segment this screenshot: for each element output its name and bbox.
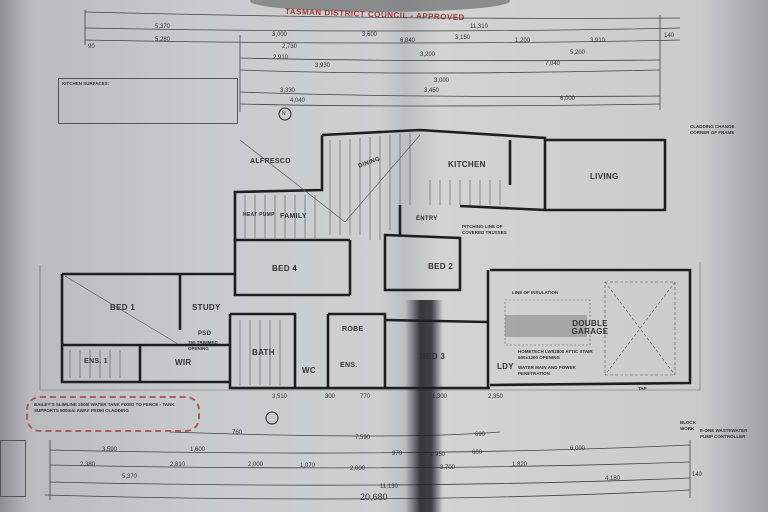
hatching [69,133,501,385]
dimension-lines [44,10,691,500]
dimension: 600 [472,450,483,456]
dimension: 90 [88,44,95,50]
water-main-note: WATER MAIN AND POWER PENETRATION [518,365,576,376]
dimension: 3,200 [420,52,436,58]
dimension: 6,000 [560,96,576,102]
dimension: 2,350 [488,394,504,400]
walls [60,128,692,390]
dimension: 2,000 [248,462,264,468]
attic-stair-note: HOMETECH LW52800 ATTIC STAIR 600x1300 OP… [518,349,593,360]
paper-fold-shadow [405,300,443,512]
compass-label: N [282,111,286,117]
dimension: 6,840 [400,38,416,44]
tap-note: TAP [638,386,647,391]
room-kitchen: KITCHEN [448,160,486,169]
dimension: 11,130 [380,484,398,490]
dimension: 7,040 [545,61,561,67]
room-bed-3: BED 3 [420,352,446,361]
dimension: 140 [692,472,703,478]
dimension: 3,510 [272,394,288,400]
dimension: 4,180 [605,476,621,482]
pitching-line-note: PITCHING LINE OF COVERED TRUSSES [462,224,507,235]
psd-label: PSD [198,331,212,337]
shadow [250,0,510,12]
dimension: 4,040 [290,98,306,104]
room-entry: ENTRY [416,216,438,222]
dimension: 6,000 [570,446,586,452]
room-ensuite: ENS. [340,362,358,369]
water-tank-note: BAILEY'S SLIMLINE 2000l WATER TANK FIXED… [34,402,175,413]
dimension: 770 [360,394,371,400]
room-bed-2: BED 2 [428,262,454,271]
compass-icon [265,107,292,425]
dimension: 140 [664,33,675,39]
room-wc: WC [302,366,316,375]
legend-box [0,440,26,497]
room-double-garage: DOUBLE GARAGE [571,319,609,336]
room-alfresco: ALFRESCO [250,158,291,165]
dimension: 2,810 [170,462,186,468]
dimension: 3,450 [424,88,440,94]
dimension: 1,070 [300,463,316,469]
room-ensuite-1: ENS. 1 [84,358,108,365]
pump-controller-note: E-ONE WASTEWATER PUMP CONTROLLER [700,428,748,439]
total-width-dimension: 20,680 [360,492,388,502]
dimension: 1,820 [512,462,528,468]
dimension: 1,200 [515,38,531,44]
cladding-change-note: CLADDING CHANGE CORNER OF FRAME [690,124,735,135]
dimension: 5,370 [155,24,171,30]
roof-lines [39,134,701,391]
dimension: 2,730 [282,44,298,50]
dimension: 3,910 [590,38,606,44]
dimension: 3,330 [280,88,296,94]
dimension: 3,000 [272,32,288,38]
room-living: LIVING [590,172,619,181]
water-tank-note-cloud [26,396,200,432]
heat-pump: HEAT PUMP [243,212,275,218]
room-bed-1: BED 1 [110,303,136,312]
dimension: 1,300 [432,394,448,400]
block-work-note: BLOCK WORK [680,420,696,431]
dimension: 5,280 [155,37,171,43]
dimension: 2,380 [80,462,96,468]
insulation-note: LINE OF INSULATION [512,290,559,295]
kitchen-surfaces-note: KITCHEN SURFACES: [58,78,238,124]
dimension: 2,910 [273,55,289,61]
dimension: 3,600 [362,32,378,38]
room-laundry: LDY [497,362,514,371]
room-study: STUDY [192,303,221,312]
dimension: 970 [392,451,403,457]
dimension: 1,600 [190,447,206,453]
dimension: 3,700 [440,465,456,471]
room-bed-4: BED 4 [272,264,298,273]
dimension: 3,150 [455,35,471,41]
dimension: 11,310 [470,24,488,30]
dimension: 3,000 [434,78,450,84]
dimension: 7,590 [355,435,371,441]
dimension: 5,200 [570,50,586,56]
room-bath: BATH [252,348,275,357]
dimension: 1,950 [430,452,446,458]
dimension: 3,930 [315,63,331,69]
dimension: 3,590 [102,447,118,453]
room-wir: WIR [175,358,192,367]
room-family: FAMILY [280,213,307,220]
dimension: 760 [232,430,243,436]
trimmed-opening-note: 760 TRIMMED OPENING [188,340,218,351]
dimension: 300 [325,394,336,400]
dimension: 2,000 [350,466,366,472]
attic-opening [505,315,587,337]
dimension: 690 [475,432,486,438]
dimension: 5,370 [122,474,138,480]
room-robe: ROBE [342,326,364,333]
